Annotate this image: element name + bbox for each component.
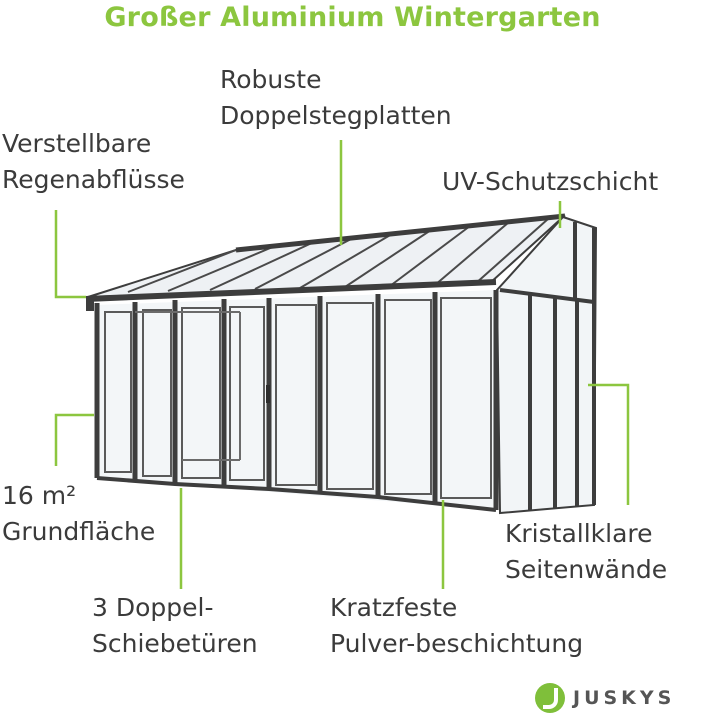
label-coating-line2: Pulver-beschichtung (330, 629, 584, 658)
label-walls-line2: Seitenwände (505, 555, 668, 584)
label-area-line1: 16 m² (2, 481, 77, 510)
label-uv: UV-Schutzschicht (442, 164, 658, 200)
label-area-line2: Grundfläche (2, 517, 156, 546)
label-coating: Kratzfeste Pulver-beschichtung (330, 590, 583, 662)
label-walls: Kristallklare Seitenwände (505, 516, 667, 588)
brand-logo: JUSKYS (535, 681, 675, 715)
label-doors-line1: 3 Doppel- (92, 593, 214, 622)
label-drains-line2: Regenabflüsse (2, 165, 185, 194)
brand-j-icon (535, 683, 565, 713)
label-uv-line1: UV-Schutzschicht (442, 167, 659, 196)
brand-name: JUSKYS (573, 687, 676, 709)
label-walls-line1: Kristallklare (505, 519, 653, 548)
label-drains: Verstellbare Regenabflüsse (2, 126, 185, 198)
page-title: Großer Aluminium Wintergarten (104, 2, 601, 33)
label-doors-line2: Schiebetüren (92, 629, 258, 658)
label-roof-panels: Robuste Doppelstegplatten (220, 62, 452, 134)
callout-walls (588, 383, 630, 505)
label-roof-panels-line2: Doppelstegplatten (220, 101, 452, 130)
label-drains-line1: Verstellbare (2, 129, 152, 158)
label-coating-line1: Kratzfeste (330, 593, 458, 622)
label-doors: 3 Doppel- Schiebetüren (92, 590, 258, 662)
label-area: 16 m² Grundfläche (2, 478, 155, 550)
label-roof-panels-line1: Robuste (220, 65, 322, 94)
callout-area (54, 413, 94, 466)
callout-drains (54, 210, 86, 299)
